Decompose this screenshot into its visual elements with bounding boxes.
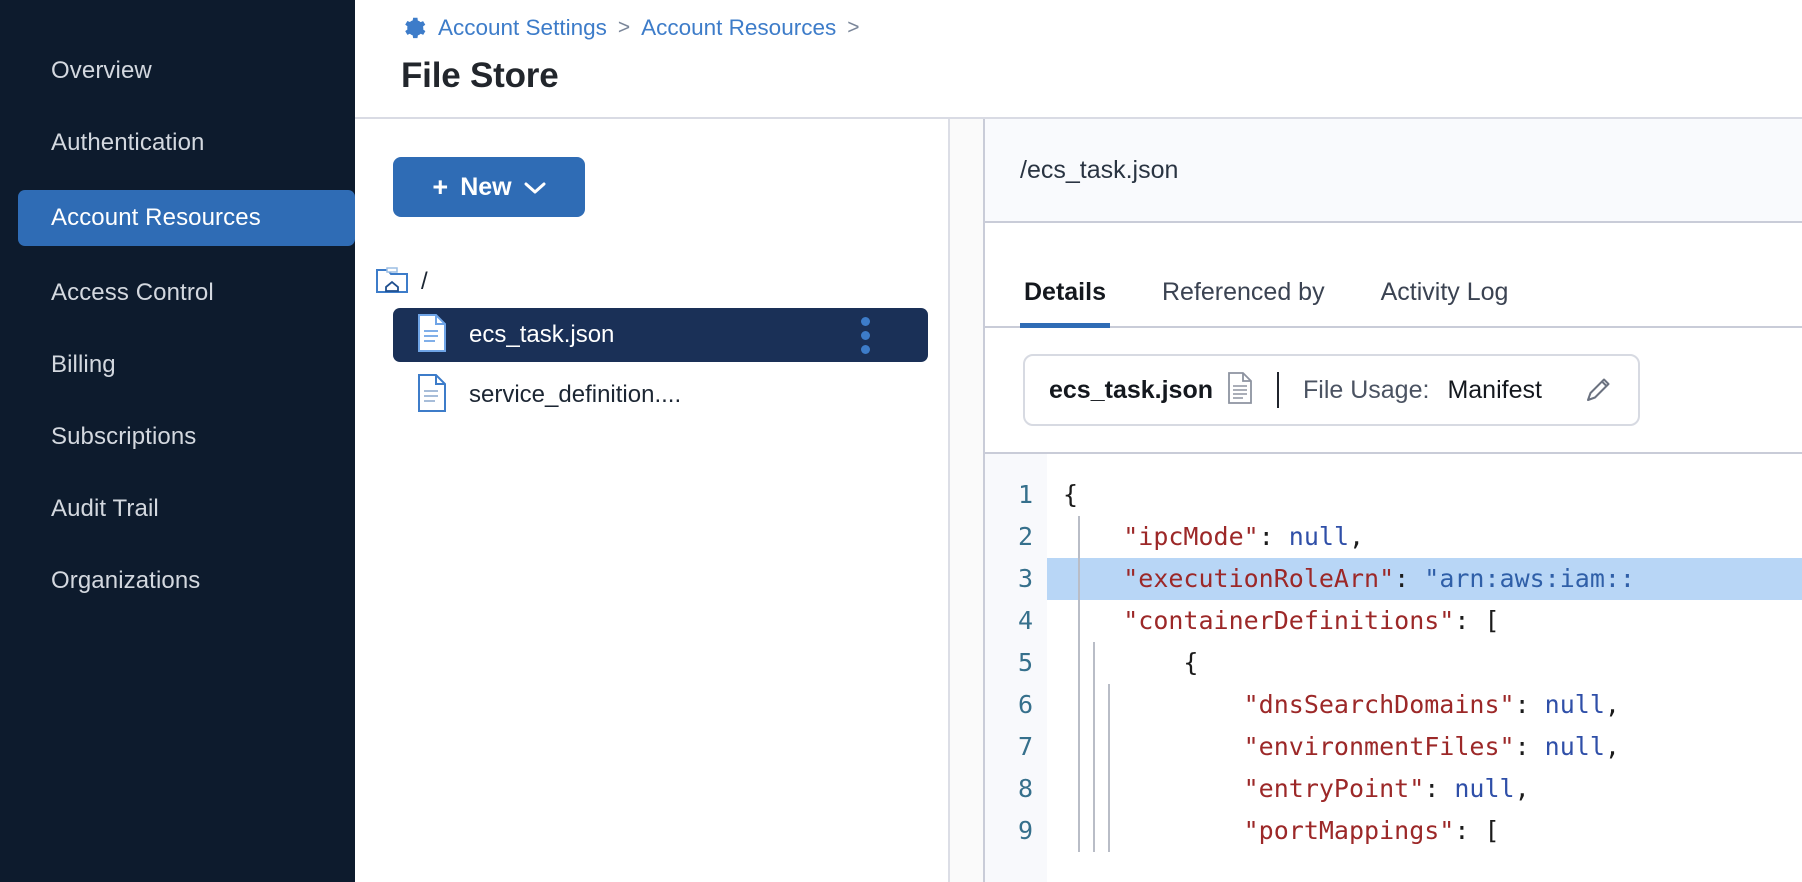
line-number: 2 xyxy=(1017,522,1033,551)
breadcrumb-link-account-resources[interactable]: Account Resources xyxy=(641,15,837,40)
tree-root-folder[interactable]: / xyxy=(0,262,948,302)
code-line: "entryPoint": null, xyxy=(1243,774,1530,803)
indent-guide xyxy=(1078,516,1081,852)
breadcrumb-separator: > xyxy=(847,16,860,39)
sidebar-item-label: Organizations xyxy=(51,567,201,594)
folder-home-icon xyxy=(375,265,409,300)
file-icon xyxy=(417,313,447,357)
breadcrumb: Account Settings > Account Resources > xyxy=(401,8,1802,48)
tab-activity-log[interactable]: Activity Log xyxy=(1380,278,1509,306)
code-line: "dnsSearchDomains": null, xyxy=(1243,690,1620,719)
code-line: "ipcMode": null, xyxy=(1123,522,1365,551)
sidebar-item-access-control[interactable]: Access Control xyxy=(0,268,355,318)
code-editor[interactable]: 1 2 3 4 5 6 7 8 9 { "ipcMode": null, "executionR… xyxy=(985,454,1802,882)
sidebar-item-audit-trail[interactable]: Audit Trail xyxy=(0,484,355,534)
line-number: 6 xyxy=(1017,690,1033,719)
chevron-down-icon xyxy=(524,173,546,202)
sidebar-item-authentication[interactable]: Authentication xyxy=(0,118,355,168)
usage-label: File Usage: xyxy=(1303,375,1430,404)
sidebar-item-organizations[interactable]: Organizations xyxy=(0,556,355,606)
code-line: "containerDefinitions": [ xyxy=(1123,606,1500,635)
tree-file-row[interactable]: service_definition.... xyxy=(393,368,928,422)
kebab-menu-icon[interactable] xyxy=(861,316,870,354)
panel-splitter[interactable] xyxy=(948,119,985,882)
line-number: 3 xyxy=(1017,564,1033,593)
line-number: 1 xyxy=(1017,480,1033,509)
file-tree-panel: + New xyxy=(355,119,948,882)
document-icon xyxy=(1227,371,1253,409)
sidebar-item-overview[interactable]: Overview xyxy=(0,46,355,96)
line-number: 5 xyxy=(1017,648,1033,677)
code-line: "executionRoleArn": "arn:aws:iam:: xyxy=(1047,558,1802,600)
sidebar-item-label: Subscriptions xyxy=(51,423,197,450)
tree-file-name: ecs_task.json xyxy=(469,321,615,348)
file-icon xyxy=(417,373,447,417)
tree-file-row[interactable]: ecs_task.json xyxy=(393,308,928,362)
tree-root-label: / xyxy=(421,268,428,295)
breadcrumb-link-account-settings[interactable]: Account Settings xyxy=(438,15,607,40)
usage-file-name: ecs_task.json xyxy=(1049,375,1213,404)
plus-icon: + xyxy=(432,171,449,202)
sidebar-item-label: Account Resources xyxy=(51,204,261,231)
indent-guide xyxy=(1093,642,1096,852)
usage-value: Manifest xyxy=(1447,375,1542,404)
code-line: { xyxy=(1183,648,1199,677)
detail-tabs: Details Referenced by Activity Log xyxy=(985,223,1802,328)
indent-guide xyxy=(1108,684,1111,852)
tab-referenced-by[interactable]: Referenced by xyxy=(1161,278,1325,306)
main-area: Account Settings > Account Resources > F… xyxy=(355,0,1802,882)
line-number: 8 xyxy=(1017,774,1033,803)
content-body: + New xyxy=(355,119,1802,882)
code-line: "environmentFiles": null, xyxy=(1243,732,1620,761)
tab-details[interactable]: Details xyxy=(1020,278,1110,328)
sidebar-item-label: Authentication xyxy=(51,129,205,156)
line-number: 7 xyxy=(1017,732,1033,761)
sidebar-item-account-resources[interactable]: Account Resources xyxy=(18,190,355,246)
editor-code-area[interactable]: { "ipcMode": null, "executionRoleArn": "… xyxy=(1047,454,1802,882)
top-bar: Account Settings > Account Resources > F… xyxy=(355,0,1802,119)
breadcrumb-separator: > xyxy=(617,16,631,39)
line-number: 9 xyxy=(1017,816,1033,845)
pencil-icon[interactable] xyxy=(1582,374,1614,406)
file-usage-row: ecs_task.json File Usage: Manifest xyxy=(985,328,1802,454)
file-tree: / ecs_task.json service_definition.... xyxy=(355,262,948,422)
sidebar-item-subscriptions[interactable]: Subscriptions xyxy=(0,412,355,462)
sidebar-item-label: Access Control xyxy=(51,279,214,306)
sidebar-item-label: Billing xyxy=(51,351,116,378)
sidebar-item-label: Audit Trail xyxy=(51,495,159,522)
page-title: File Store xyxy=(401,56,559,95)
sidebar-item-label: Overview xyxy=(51,57,152,84)
detail-panel: /ecs_task.json Details Referenced by Activ… xyxy=(985,119,1802,882)
line-number: 4 xyxy=(1017,606,1033,635)
gear-icon xyxy=(401,15,427,41)
file-usage-card: ecs_task.json File Usage: Manifest xyxy=(1023,354,1640,426)
usage-divider xyxy=(1277,372,1279,408)
sidebar-item-billing[interactable]: Billing xyxy=(0,340,355,390)
editor-line-numbers: 1 2 3 4 5 6 7 8 9 xyxy=(985,454,1047,882)
new-button[interactable]: + New xyxy=(393,157,585,217)
new-button-label: New xyxy=(460,172,512,201)
code-line: { xyxy=(1063,480,1079,509)
code-line: "portMappings": [ xyxy=(1243,816,1500,845)
file-path-bar: /ecs_task.json xyxy=(985,119,1802,223)
tree-file-name: service_definition.... xyxy=(469,381,682,408)
